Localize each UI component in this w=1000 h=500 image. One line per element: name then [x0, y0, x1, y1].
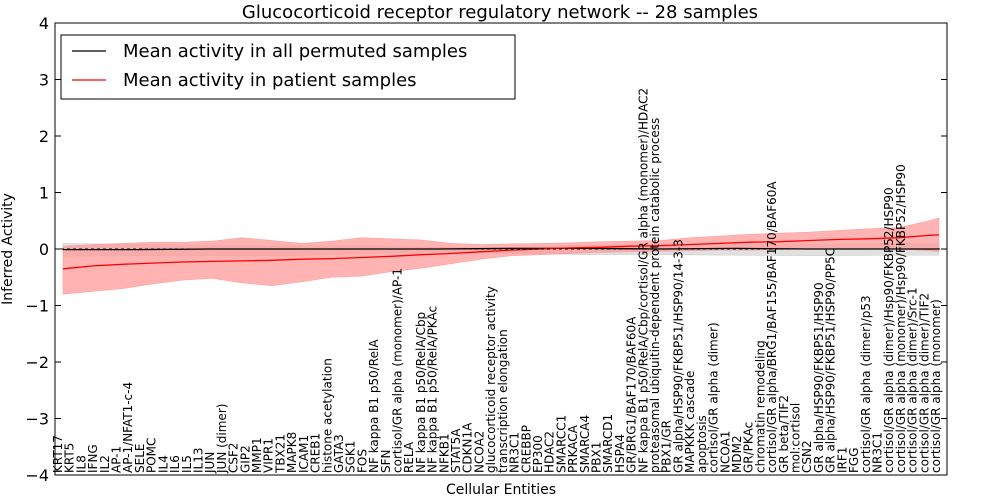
chart-title: Glucocorticoid receptor regulatory netwo…: [242, 2, 758, 23]
x-category-label: SMARCA4: [578, 415, 592, 473]
x-category-label: CSF2: [227, 442, 241, 473]
x-category-label: cortisol/GR alpha (monomer)/Hsp90/FKBP52…: [894, 164, 908, 473]
x-category-label: GR alpha/HSP90/FKBP51/HSP90/PP5C: [824, 248, 838, 473]
x-category-label: JUN: [203, 452, 217, 474]
x-category-label: NF kappa B1 p50/RelA/Cbp: [414, 312, 428, 473]
x-category-label: CREBBP: [519, 425, 533, 473]
y-tick-label: 3: [39, 71, 49, 90]
x-category-label: IL4: [156, 455, 170, 473]
x-category-label: MAPKKK cascade: [683, 371, 697, 473]
x-category-label: GATA3: [332, 434, 346, 473]
x-category-label: SGK1: [344, 441, 358, 473]
x-category-label: CREB1: [309, 433, 323, 473]
x-category-label: CSN2: [800, 440, 814, 473]
x-category-label: KRT5: [63, 443, 77, 473]
x-category-label: cortisol/GR alpha (dimer)/p53: [859, 295, 873, 473]
x-category-label: IL8: [74, 455, 88, 473]
x-category-label: HSPA4: [613, 434, 627, 473]
y-tick-label: 0: [39, 240, 49, 259]
x-category-label: GR alpha/HSP90/FKBP51/HSP90/14-3-3: [672, 239, 686, 473]
x-category-label: NR3C1: [871, 432, 885, 473]
x-category-label: SMARCD1: [601, 414, 615, 473]
x-category-label: EP300: [531, 435, 545, 473]
x-category-label: chromatin remodeling: [753, 340, 767, 473]
x-category-label: GR/PKAc: [742, 422, 756, 473]
x-category-label: MDM2: [730, 435, 744, 473]
x-category-label: ICAM1: [297, 435, 311, 473]
x-category-label: GR/BRG1/BAF170/BAF60A: [625, 316, 639, 473]
x-category-label: IL13: [192, 448, 206, 474]
x-category-label: PBX1/GR: [660, 420, 674, 473]
y-tick-label: −3: [25, 410, 49, 429]
y-tick-label: −2: [25, 353, 49, 372]
x-category-label: NCOA1: [718, 431, 732, 473]
x-category-label: apoptosis: [695, 415, 709, 473]
x-category-label: glucocorticoid receptor activity: [484, 286, 498, 473]
x-axis-title: Cellular Entities: [446, 482, 556, 498]
x-category-label: NCOA2: [472, 431, 486, 473]
x-category-label: MMP1: [250, 437, 264, 473]
x-category-label: AP-1/NFAT1-c-4: [121, 382, 135, 473]
x-category-label: NF kappa B1 p50/RelA: [367, 339, 381, 473]
x-category-label: RELA: [402, 441, 416, 473]
x-category-label: histone acetylation: [320, 358, 334, 473]
x-category-label: SFN: [379, 450, 393, 474]
x-category-label: GIP2: [238, 445, 252, 473]
patient-mean-line: [62, 234, 940, 270]
x-category-label: VIPR1: [262, 438, 276, 473]
x-category-label: cortisol/GR alpha/BRG1/BAF155/BAF170/BAF…: [765, 181, 779, 473]
x-category-label: IL2: [98, 455, 112, 473]
x-category-label: SELE: [133, 444, 147, 473]
x-category-label: GR alpha/HSP90/FKBP51/HSP90: [812, 282, 826, 473]
x-category-label: cortisol/GR alpha (dimer)/Src-1: [906, 287, 920, 473]
x-category-label: MAPK8: [285, 432, 299, 473]
x-category-label: transcription elongation: [496, 329, 510, 473]
y-tick-label: 2: [39, 127, 49, 146]
x-category-label: HDAC2: [543, 431, 557, 473]
x-category-label: IL6: [168, 455, 182, 473]
patient-band: [62, 217, 940, 295]
y-tick-label: −4: [25, 466, 49, 485]
y-axis-title: Inferred Activity: [0, 193, 16, 305]
x-category-label: GR beta/TIF2: [777, 395, 791, 473]
x-category-label: cortisol/GR alpha (monomer)/AP-1: [391, 268, 405, 473]
x-category-label: PRKACA: [566, 424, 580, 473]
x-category-label: IRF1: [835, 447, 849, 473]
x-category-label: NFKB1: [437, 433, 451, 473]
x-category-label: CDKN1A: [461, 422, 475, 473]
legend-frame: [60, 34, 516, 100]
x-category-label: proteasomal ubiquitin-dependent protein …: [648, 118, 662, 473]
y-tick-label: −1: [25, 297, 49, 316]
x-category-label: NF kappa B1 p50/RelA/Cbp/cortisol/GR alp…: [636, 88, 650, 473]
legend-label-patient: Mean activity in patient samples: [123, 70, 417, 91]
x-category-label: cortisol/GR alpha (dimer)/TIF2: [917, 293, 931, 473]
x-category-label: PBX1: [590, 442, 604, 473]
x-category-label: cortisol/GR alpha (monomer): [929, 299, 943, 473]
x-category-label: AP-1: [110, 446, 124, 473]
x-category-label: IL5: [180, 455, 194, 473]
x-category-label: FGG: [847, 448, 861, 474]
x-category-label: TBX21: [273, 434, 287, 474]
x-category-label: mol:cortisol: [789, 403, 803, 473]
x-category-label: POMC: [145, 438, 159, 473]
x-category-label: JUN (dimer): [215, 404, 229, 474]
x-category-label: SMARCC1: [554, 415, 568, 473]
x-category-label: FOS: [355, 449, 369, 473]
x-category-label: cortisol/GR alpha (dimer): [707, 322, 721, 473]
x-category-label: NR3C1: [508, 432, 522, 473]
y-tick-label: 1: [39, 184, 49, 203]
x-category-label: STAT5A: [449, 428, 463, 473]
y-tick-label: 4: [39, 14, 49, 33]
x-category-label: NF kappa B1 p50/RelA/PKAc: [426, 306, 440, 473]
x-category-label: IFNG: [86, 444, 100, 473]
x-category-label: cortisol/GR alpha (dimer)/Hsp90/FKBP52/H…: [882, 187, 896, 473]
legend-label-permuted: Mean activity in all permuted samples: [123, 41, 467, 62]
legend: Mean activity in all permuted samples Me…: [60, 34, 516, 100]
